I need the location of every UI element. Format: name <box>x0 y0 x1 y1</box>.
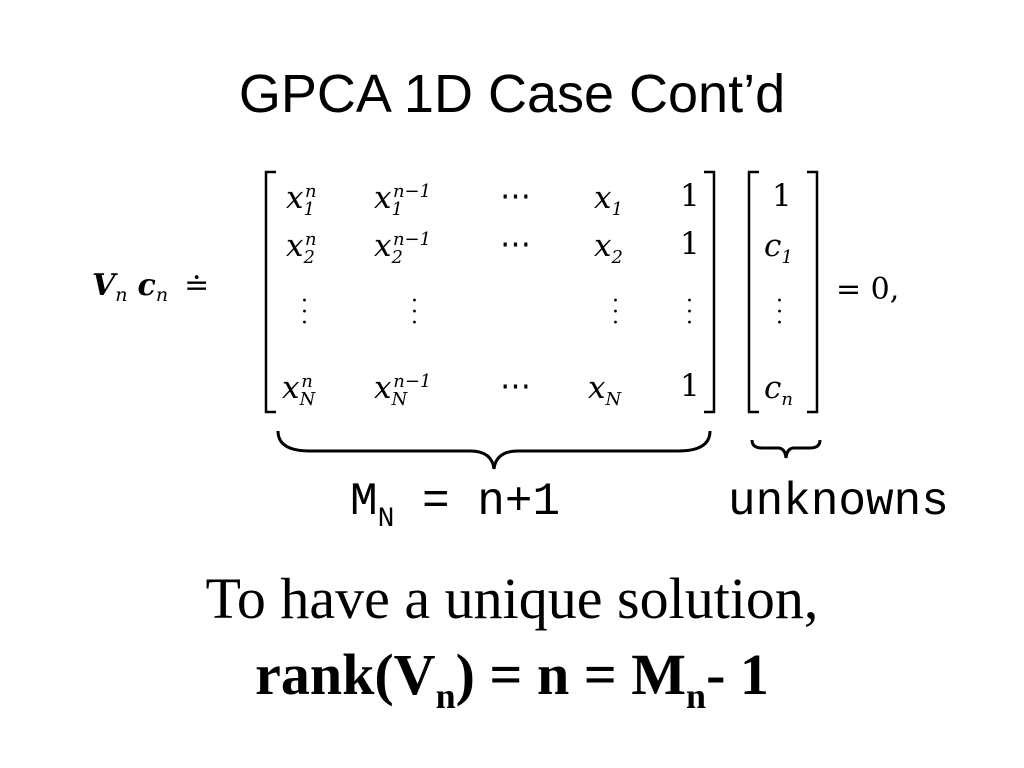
vdots: ··· <box>686 289 693 336</box>
matrix-cell: xN <box>588 370 622 411</box>
vdots: ··· <box>612 289 619 336</box>
condition-text: To have a unique solution, <box>205 566 819 631</box>
brace-label-mn: MN = n+1 <box>350 476 561 535</box>
matrix-cell: x1 <box>594 180 623 221</box>
matrix-cell: 1 <box>680 226 700 262</box>
matrix-cell: xNn−1 <box>374 370 432 411</box>
matrix-cell: x2n−1 <box>374 228 432 269</box>
vector-entry: c1 <box>764 228 793 269</box>
matrix-cell: ⋯ <box>500 178 531 214</box>
matrix-cell: ⋯ <box>500 226 531 262</box>
defeq-sign: ≐ <box>184 268 210 303</box>
vector-underbrace <box>750 439 822 459</box>
matrix-cell: ⋯ <box>500 368 531 404</box>
vdots: ··· <box>776 289 783 336</box>
matrix-underbrace <box>276 430 712 470</box>
matrix-symbol: V <box>92 268 116 303</box>
matrix-cell: xNn <box>282 370 316 411</box>
matrix-cell: 1 <box>680 368 700 404</box>
matrix-brackets <box>264 170 716 414</box>
vector-entry: cn <box>764 370 793 411</box>
matrix-cell: x1n−1 <box>374 180 432 221</box>
rank-condition: rank(Vn) = n = Mn- 1 <box>255 642 769 716</box>
vector-symbol: c <box>137 268 156 303</box>
brace-label-unknowns: unknowns <box>728 476 949 528</box>
matrix-cell: x1n <box>286 180 317 221</box>
vector-entry: 1 <box>772 178 792 214</box>
matrix-cell: x2n <box>286 228 317 269</box>
matrix-cell: x2 <box>594 228 623 269</box>
equals-zero: = 0, <box>836 272 900 307</box>
vector-brackets <box>747 170 819 414</box>
vdots: ··· <box>411 289 418 336</box>
matrix-cell: 1 <box>680 178 700 214</box>
slide-title: GPCA 1D Case Cont’d <box>238 64 786 124</box>
vdots: ··· <box>301 289 308 336</box>
